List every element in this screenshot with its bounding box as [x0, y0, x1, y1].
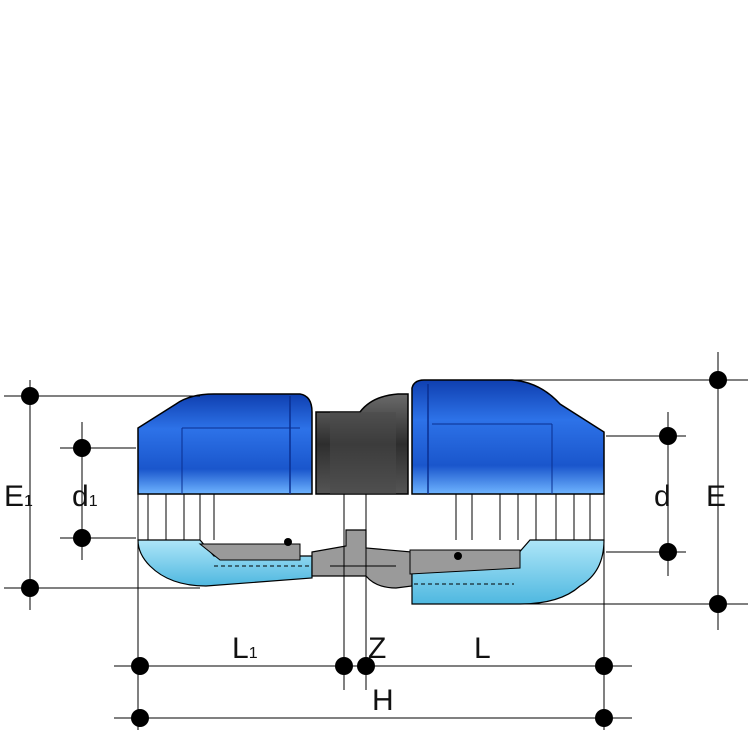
dimension-dots — [21, 371, 727, 727]
label-e: E — [706, 480, 726, 513]
label-l: L — [474, 632, 491, 665]
label-z: Z — [368, 632, 386, 665]
left-section — [137, 494, 313, 587]
right-section — [409, 494, 605, 605]
right-nut — [411, 379, 605, 495]
label-d: d — [654, 480, 671, 513]
label-d1: d1 — [72, 480, 98, 513]
label-l1: L1 — [232, 632, 258, 665]
left-nut — [137, 393, 313, 495]
center-body — [315, 393, 409, 495]
label-e1: E1 — [4, 480, 33, 513]
center-section — [311, 529, 413, 589]
label-h: H — [372, 684, 394, 717]
